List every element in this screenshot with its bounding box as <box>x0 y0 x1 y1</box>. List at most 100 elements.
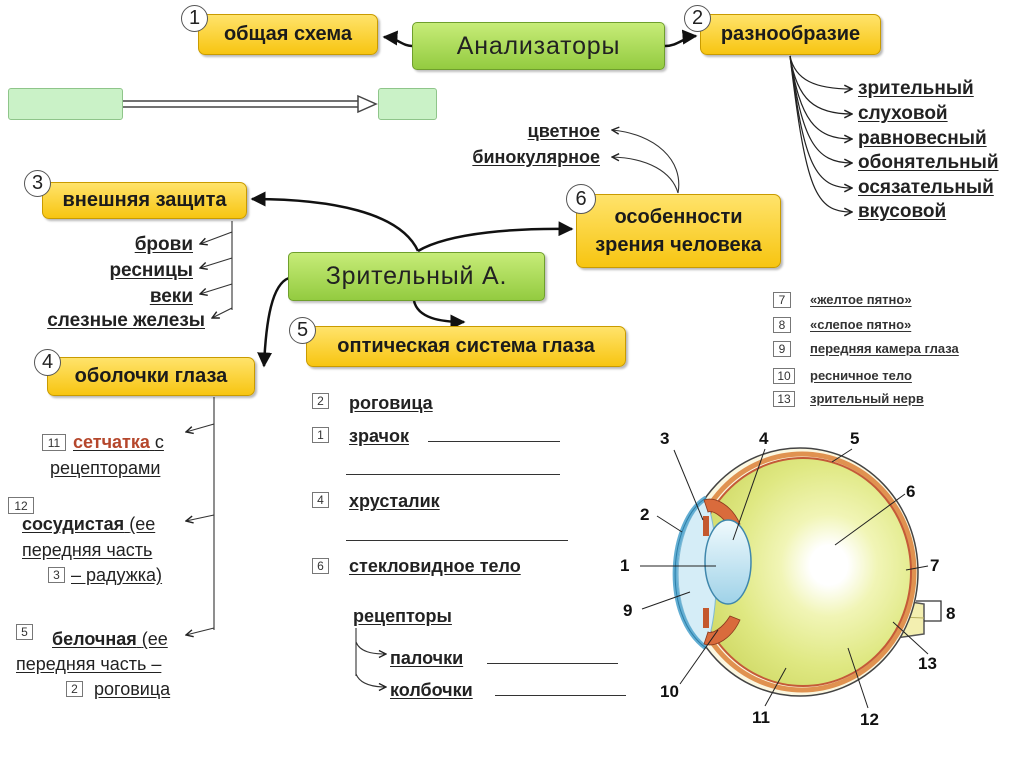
general-scheme-box: общая схема <box>198 14 378 55</box>
lens <box>704 519 752 605</box>
optical-part-number: 2 <box>312 393 329 409</box>
membrane-term-suffix: (ее <box>141 629 168 649</box>
eye-label-2: 2 <box>640 505 649 524</box>
external-protection-label: внешняя защита <box>62 189 227 211</box>
eye-label-7: 7 <box>930 556 939 575</box>
legend-number: 7 <box>773 292 791 308</box>
external-list-branches <box>200 221 233 318</box>
answer-blank <box>487 663 618 664</box>
optical-system-number: 5 <box>289 317 316 344</box>
eye-label-11: 11 <box>752 708 770 727</box>
eye-membranes-box: оболочки глаза <box>47 357 255 396</box>
arrow-root-to-general <box>382 30 413 48</box>
variety-item: зрительный <box>858 78 974 99</box>
legend-label: передняя камера глаза <box>810 341 959 356</box>
eye-label-10: 10 <box>660 682 679 701</box>
variety-label: разнообразие <box>720 23 861 45</box>
blind-spot-bracket <box>916 600 942 622</box>
feature-item-color: цветное <box>527 121 600 141</box>
external-item-eyelids: веки <box>149 286 193 307</box>
membrane-number: 5 <box>16 624 33 640</box>
root-title: Анализаторы <box>456 31 621 60</box>
answer-blank <box>495 695 626 696</box>
features-branches <box>612 130 680 194</box>
external-item-eyebrows: брови <box>134 234 193 255</box>
optical-system-box: оптическая система глаза <box>306 326 626 367</box>
eye-label-12: 12 <box>860 710 879 729</box>
variety-item: осязательный <box>858 177 994 198</box>
receptor-cones: колбочки <box>390 680 473 700</box>
feature-item-binocular: бинокулярное <box>472 147 600 167</box>
optical-part-cornea: роговица <box>349 393 433 413</box>
eye-label-13: 13 <box>918 654 937 673</box>
eye-label-1: 1 <box>620 556 629 575</box>
variety-number: 2 <box>684 5 711 32</box>
legend-label: «желтое пятно» <box>810 292 912 307</box>
membrane-number: 12 <box>8 497 34 514</box>
membrane-ref-number: 2 <box>66 681 83 697</box>
vision-features-box: особенности зрения человека <box>576 194 781 268</box>
legend-number: 9 <box>773 341 791 357</box>
eye-label-6: 6 <box>906 482 915 501</box>
eye-membranes-number: 4 <box>34 349 61 376</box>
arrow-visual-to-optical <box>412 300 466 330</box>
eye-membranes-label: оболочки глаза <box>74 365 228 387</box>
variety-item: вкусовой <box>858 201 947 222</box>
blank-box-left <box>8 88 123 120</box>
arrow-root-to-variety <box>664 29 698 48</box>
membrane-term: сетчатка <box>73 432 150 452</box>
membrane-retina-line2: рецепторами <box>50 458 161 478</box>
membrane-sclera-ref: роговица <box>94 679 171 699</box>
membrane-number: 11 <box>42 434 66 451</box>
receptors-label: рецепторы <box>353 606 452 626</box>
legend-number: 8 <box>773 317 791 333</box>
eye-label-9: 9 <box>623 601 632 620</box>
receptors-branches <box>355 628 386 687</box>
legend-label: «слепое пятно» <box>810 317 912 332</box>
membrane-term-suffix: с <box>154 432 164 452</box>
receptor-rods: палочки <box>390 648 464 668</box>
optical-part-number: 6 <box>312 558 329 574</box>
variety-item: обонятельный <box>858 152 999 173</box>
general-scheme-number: 1 <box>181 5 208 32</box>
legend-number: 13 <box>773 391 795 407</box>
blank-box-right <box>378 88 437 120</box>
vision-features-label-line2: зрения человека <box>595 234 762 256</box>
arrow-visual-to-membranes <box>257 276 290 368</box>
external-protection-number: 3 <box>24 170 51 197</box>
membrane-choroid-line2: передняя часть <box>22 540 153 560</box>
membrane-term: сосудистая <box>22 514 125 534</box>
membrane-choroid: сосудистая (ее <box>22 512 155 536</box>
variety-box: разнообразие <box>700 14 881 55</box>
variety-fan <box>789 55 852 212</box>
membrane-ref-number: 3 <box>48 567 65 583</box>
external-item-tear-glands: слезные железы <box>47 310 205 331</box>
eye-diagram: 1 2 3 4 5 6 7 8 9 10 11 12 13 <box>620 429 955 729</box>
vision-features-label-line1: особенности <box>614 206 743 228</box>
eye-label-3: 3 <box>660 429 669 448</box>
arrow-visual-to-external <box>250 191 420 252</box>
legend-label: зрительный нерв <box>810 391 924 406</box>
arrow-visual-to-features <box>417 221 574 253</box>
optical-part-number: 1 <box>312 427 329 443</box>
external-item-eyelashes: ресницы <box>109 260 193 281</box>
membranes-list-branches <box>186 397 215 635</box>
membrane-sclera-line2: передняя часть – <box>16 654 162 674</box>
vision-features-number: 6 <box>566 184 596 214</box>
membrane-choroid-ref: – радужка) <box>71 565 163 585</box>
answer-blank <box>346 474 560 475</box>
eye-leader-lines <box>640 448 929 709</box>
double-arrow <box>123 94 378 114</box>
variety-item: слуховой <box>858 103 948 124</box>
general-scheme-label: общая схема <box>223 23 353 45</box>
eye-label-8: 8 <box>946 604 955 623</box>
visual-analyzer-title: Зрительный А. <box>325 262 508 290</box>
membrane-term: белочная <box>52 629 137 649</box>
optical-part-vitreous: стекловидное тело <box>349 556 521 576</box>
legend-label: ресничное тело <box>810 368 912 383</box>
optical-part-lens: хрусталик <box>349 491 440 511</box>
answer-blank <box>346 540 568 541</box>
membrane-retina: сетчатка с <box>73 430 164 454</box>
